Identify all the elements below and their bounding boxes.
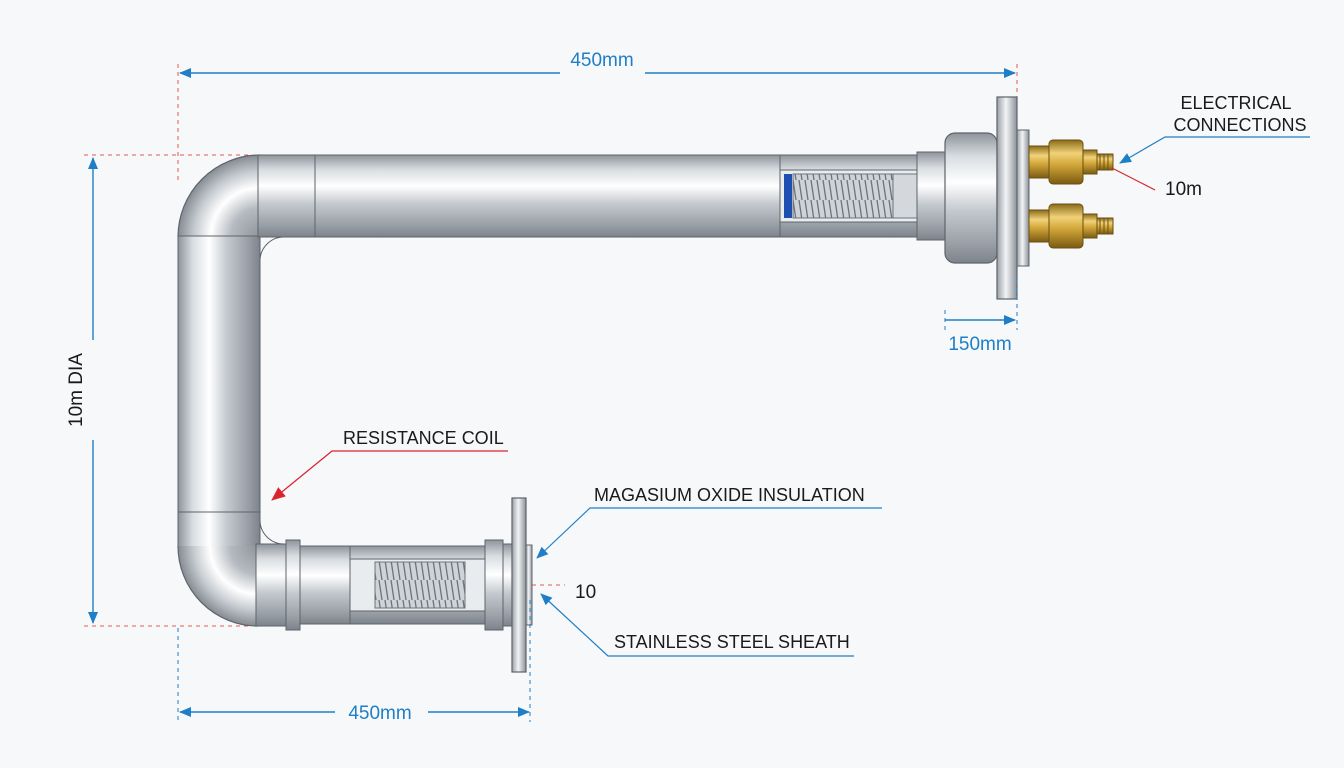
top-elbow	[178, 155, 260, 237]
heater-element	[177, 96, 1114, 673]
bottom-elbow	[178, 546, 258, 626]
bottom-pipe	[255, 543, 289, 627]
bottom-flange	[511, 497, 527, 673]
top-fitting	[916, 151, 948, 241]
terminal-lower	[1028, 203, 1114, 249]
dim-flange-offset-label: 150mm	[948, 334, 1011, 355]
bottom-coil	[374, 561, 466, 609]
top-coil	[792, 173, 894, 219]
dim-terminal-size: 10m	[1165, 179, 1202, 200]
dim-height-label: 10m DIA	[66, 353, 87, 427]
label-sheath: STAINLESS STEEL SHEATH	[614, 632, 850, 652]
callout-insulation: MAGASIUM OXIDE INSULATION	[536, 485, 882, 559]
dim-bottom-length: 450mm	[348, 703, 411, 724]
dim-flange-size: 10	[575, 582, 596, 603]
callout-electrical-connections: ELECTRICAL CONNECTIONS	[1111, 93, 1310, 191]
top-pipe	[257, 154, 781, 238]
label-insulation: MAGASIUM OXIDE INSULATION	[594, 485, 865, 505]
top-insulation-ring	[784, 174, 792, 218]
dimension-lines	[88, 68, 1016, 717]
callout-resistance-coil: RESISTANCE COIL	[271, 428, 508, 501]
top-flange	[996, 96, 1018, 300]
label-resistance-coil: RESISTANCE COIL	[343, 428, 504, 448]
dim-top-length: 450mm	[570, 50, 633, 71]
bottom-collar	[285, 539, 301, 631]
dimension-ticks	[177, 280, 1018, 722]
terminal-upper	[1028, 139, 1114, 185]
callout-sheath: STAINLESS STEEL SHEATH	[540, 593, 854, 657]
vertical-pipe	[177, 235, 261, 549]
label-electrical-line1: ELECTRICAL	[1180, 93, 1291, 113]
label-electrical-line2: CONNECTIONS	[1173, 115, 1306, 135]
